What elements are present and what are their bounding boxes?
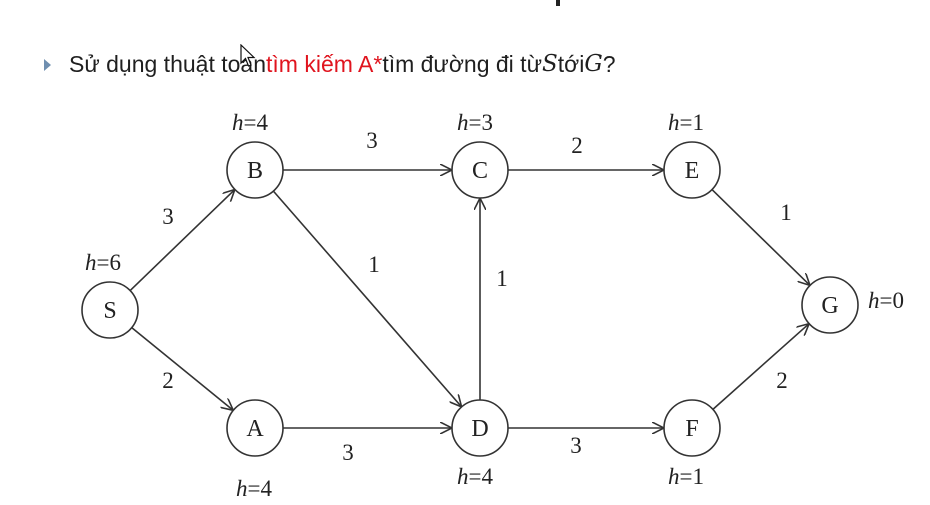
node-circle-b — [226, 141, 284, 199]
node-a: Ah=4 — [226, 399, 284, 501]
edge-weight-c-e: 2 — [571, 133, 583, 158]
edge-f-g — [712, 324, 808, 410]
heuristic-d: h=4 — [457, 464, 493, 489]
mouse-cursor-icon — [240, 44, 256, 67]
question-part-end: ? — [602, 50, 616, 77]
heuristic-value-b: =4 — [244, 110, 269, 135]
node-circle-e — [663, 141, 721, 199]
heuristic-var-e: h — [668, 110, 680, 135]
node-b: Bh=4 — [226, 110, 284, 199]
edge-s-b — [129, 190, 234, 292]
heuristic-f: h=1 — [668, 464, 704, 489]
heuristic-s: h=6 — [85, 250, 121, 275]
node-f: Fh=1 — [663, 399, 721, 489]
edge-weight-b-c: 3 — [366, 128, 378, 153]
heuristic-value-d: =4 — [469, 464, 494, 489]
edge-weight-s-a: 2 — [162, 368, 174, 393]
question-var-start: S — [541, 51, 558, 77]
heuristic-var-c: h — [457, 110, 469, 135]
node-circle-s — [81, 281, 139, 339]
question-part-before: Sử dụng thuật toán — [69, 50, 266, 77]
question-accent-astar: tìm kiếm A* — [266, 50, 383, 77]
node-label-a: A — [246, 416, 264, 442]
edge-weight-a-d: 3 — [342, 440, 354, 465]
heuristic-var-d: h — [457, 464, 469, 489]
heuristic-var-s: h — [85, 250, 97, 275]
heuristic-var-b: h — [232, 110, 244, 135]
node-d: Dh=4 — [451, 399, 509, 489]
node-circle-d — [451, 399, 509, 457]
node-circle-g — [801, 276, 859, 334]
heuristic-e: h=1 — [668, 110, 704, 135]
question-part-middle: tìm đường đi từ — [382, 50, 542, 77]
edge-weight-b-d: 1 — [368, 252, 380, 277]
edge-b-d — [272, 190, 461, 406]
edge-weight-s-b: 3 — [162, 204, 174, 229]
bullet-triangle-icon — [44, 59, 51, 71]
node-label-b: B — [247, 158, 263, 184]
heuristic-value-c: =3 — [469, 110, 493, 135]
node-label-d: D — [471, 416, 488, 442]
node-circle-f — [663, 399, 721, 457]
heuristic-a: h=4 — [236, 476, 272, 501]
question-var-goal: G — [584, 51, 603, 77]
question-text: Sử dụng thuật toán tìm kiếm A* tìm đường… — [44, 44, 616, 84]
node-c: Ch=3 — [451, 110, 509, 199]
node-label-c: C — [472, 158, 488, 184]
question-part-between: tới — [557, 50, 585, 77]
edge-weight-d-c: 1 — [496, 266, 508, 291]
heuristic-value-a: =4 — [248, 476, 273, 501]
heuristic-var-g: h — [868, 288, 880, 313]
heuristic-value-e: =1 — [680, 110, 704, 135]
heuristic-b: h=4 — [232, 110, 268, 135]
node-circle-a — [226, 399, 284, 457]
edge-weight-f-g: 2 — [776, 368, 788, 393]
edge-s-a — [131, 327, 233, 410]
heuristic-var-a: h — [236, 476, 248, 501]
edge-weight-e-g: 1 — [780, 200, 792, 225]
node-s: Sh=6 — [81, 250, 139, 339]
heuristic-value-s: =6 — [97, 250, 121, 275]
node-label-e: E — [685, 158, 700, 184]
heuristic-var-f: h — [668, 464, 680, 489]
heuristic-g: h=0 — [868, 288, 904, 313]
node-label-f: F — [685, 416, 698, 442]
top-edge-fragment — [556, 0, 560, 6]
edge-e-g — [711, 189, 809, 285]
node-label-g: G — [821, 293, 838, 319]
node-label-s: S — [103, 298, 116, 324]
node-circle-c — [451, 141, 509, 199]
node-e: Eh=1 — [663, 110, 721, 199]
heuristic-value-g: =0 — [880, 288, 904, 313]
heuristic-c: h=3 — [457, 110, 493, 135]
edge-weight-d-f: 3 — [570, 433, 582, 458]
heuristic-value-f: =1 — [680, 464, 704, 489]
